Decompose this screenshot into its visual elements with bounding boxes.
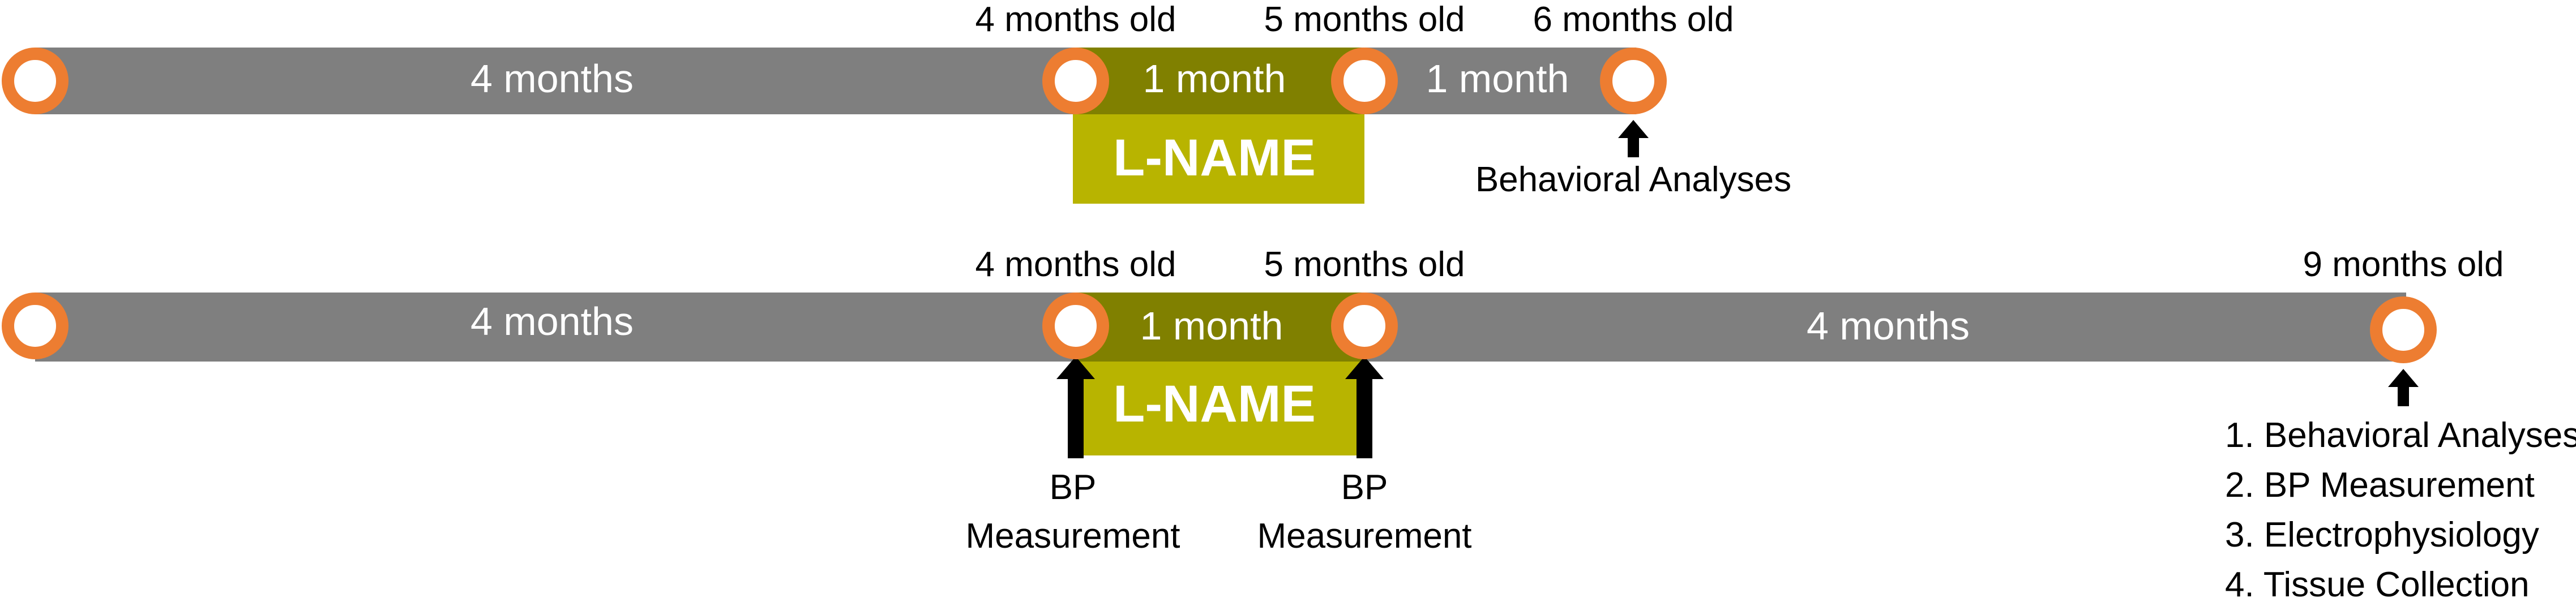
timeline-2-end-annotation-list: 1. Behavioral Analyses 2. BP Measurement…	[2225, 416, 2576, 602]
timeline-2-age-label-3: 9 months old	[2303, 245, 2504, 284]
timeline-2-treatment-bar	[1076, 293, 1362, 362]
timeline-2-bp-label-2-line2: Measurement	[1257, 517, 1471, 556]
timeline-1-age-label-2: 5 months old	[1264, 0, 1465, 39]
timeline-1-lname-label: L-NAME	[1113, 129, 1316, 187]
timeline-1-node-5mo	[1331, 48, 1398, 114]
timeline-2-bp-label-2-line1: BP	[1341, 468, 1388, 507]
timeline-1-end-annotation: Behavioral Analyses	[1475, 160, 1791, 199]
timeline-1-segment-3: 1 month	[1426, 57, 1569, 101]
timeline-2-age-label-2: 5 months old	[1264, 245, 1465, 284]
timeline-1-node-start	[2, 48, 69, 114]
timeline-2-bp-label-1-line2: Measurement	[965, 517, 1180, 556]
timeline-1-lname-box	[1073, 114, 1364, 204]
timeline-2-end-annotation-4: 4. Tissue Collection	[2225, 565, 2530, 602]
timeline-2-node-start	[2, 293, 69, 359]
timeline-2-segment-2: 1 month	[1140, 304, 1283, 348]
timeline-2-segment-3: 4 months	[1807, 304, 1970, 348]
timeline-1-treatment-bar	[1076, 48, 1362, 114]
timeline-2-lname-box	[1073, 362, 1364, 455]
timeline-2-bp-label-1-line1: BP	[1050, 468, 1097, 507]
timeline-1-age-label-3: 6 months old	[1533, 0, 1734, 39]
timeline-2: L-NAME 4 months 1 month 4 months 4 month…	[2, 245, 2576, 602]
timeline-2-bp-arrow-1-icon	[1056, 356, 1095, 458]
timeline-2-lname-label: L-NAME	[1113, 375, 1316, 433]
timeline-1-segment-2: 1 month	[1143, 57, 1286, 101]
timeline-1-node-6mo	[1600, 48, 1667, 114]
timeline-2-node-4mo	[1042, 293, 1109, 359]
timeline-2-segment-1: 4 months	[470, 299, 634, 343]
timeline-1-age-label-1: 4 months old	[975, 0, 1176, 39]
timeline-1-up-arrow-icon	[1618, 120, 1649, 157]
timeline-2-node-5mo	[1331, 293, 1398, 359]
timeline-2-node-9mo	[2370, 296, 2437, 363]
timeline-2-age-label-1: 4 months old	[975, 245, 1176, 284]
timeline-1-segment-1: 4 months	[470, 57, 634, 101]
timeline-1: L-NAME 4 months 1 month 1 month 4 months…	[2, 0, 1791, 204]
timeline-2-end-annotation-1: 1. Behavioral Analyses	[2225, 416, 2576, 455]
timeline-1-node-4mo	[1042, 48, 1109, 114]
timeline-2-end-up-arrow-icon	[2388, 369, 2419, 406]
timeline-2-end-annotation-2: 2. BP Measurement	[2225, 466, 2535, 505]
timeline-2-bp-arrow-2-icon	[1345, 356, 1384, 458]
timeline-2-end-annotation-3: 3. Electrophysiology	[2225, 515, 2539, 554]
